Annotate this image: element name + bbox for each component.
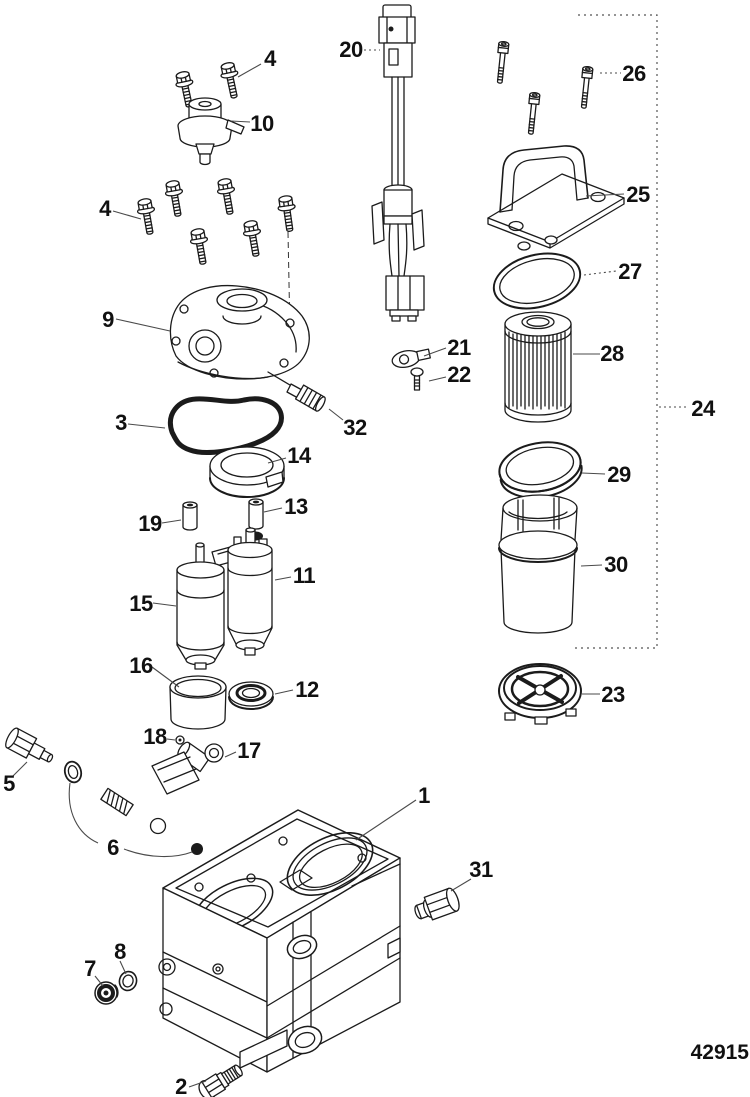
bowl-cap-drawing [498,663,582,725]
plug-o-ring-drawing [118,970,138,992]
callout-17: 17 [237,738,261,763]
spring-drawing [100,787,134,817]
callout-32: 32 [343,415,367,440]
valve-seat-drawing [191,843,203,855]
clip-holder-drawing [151,741,224,795]
callout-27: 27 [618,259,642,284]
pressure-regulator-drawing [177,97,245,166]
callout-26: 26 [622,61,646,86]
retainer-ring-drawing [209,446,285,498]
callout-3: 3 [115,410,127,435]
seal-grommet-drawing [228,681,274,710]
bowl-seal-ring-drawing [498,441,583,499]
callout-19: 19 [138,511,162,536]
callout-28: 28 [600,341,624,366]
isolator-sleeve-left-drawing [182,501,198,531]
cover-gasket-drawing [168,396,284,455]
callout-25: 25 [626,182,650,207]
callout-labels: 4 10 20 26 4 25 9 27 21 22 28 3 32 24 14… [3,37,716,1097]
filter-bowl-drawing [498,494,578,634]
callout-9: 9 [102,307,114,332]
fuel-pump-left-drawing [176,542,239,670]
callout-14: 14 [287,443,312,468]
callout-1: 1 [418,783,430,808]
callout-7: 7 [84,956,96,981]
callout-24: 24 [691,396,716,421]
leader-lines [12,49,689,1088]
filter-element-drawing [504,311,572,423]
callout-31: 31 [469,857,493,882]
callout-18: 18 [143,724,167,749]
callout-6: 6 [107,835,119,860]
callout-13: 13 [284,494,308,519]
drawing-number: 42915 [691,1041,750,1064]
callout-4-b: 4 [99,196,112,221]
socket-bolts-group [494,40,594,136]
flange-bolts-group [134,60,300,267]
callout-4-a: 4 [264,46,277,71]
cover-o-ring-drawing [492,252,582,310]
wiring-harness-drawing [371,4,425,322]
check-ball-drawing [149,817,167,835]
union-fitting-drawing [414,887,460,921]
callout-10: 10 [250,111,274,136]
callout-2: 2 [175,1074,187,1097]
callout-16: 16 [129,653,153,678]
fuel-pump-right-drawing [227,527,273,656]
pump-cup-drawing [169,675,227,730]
inlet-fitting-drawing [198,1064,243,1097]
callout-21: 21 [447,335,471,360]
valve-kit-drawing [63,760,203,858]
callout-5: 5 [3,771,15,796]
ring-terminal-drawing [391,348,431,368]
callout-15: 15 [129,591,153,616]
fuel-pump-cover-drawing [169,284,310,380]
callout-22: 22 [447,362,471,387]
main-housing-drawing [158,809,401,1073]
callout-29: 29 [607,462,631,487]
sensor-fitting-drawing [5,727,54,763]
filter-bracket-drawing [487,145,625,251]
drain-plug-drawing [94,981,119,1005]
callout-23: 23 [601,682,625,707]
callout-12: 12 [295,677,319,702]
callout-30: 30 [604,552,628,577]
callout-11: 11 [293,563,316,588]
pin-drawing [175,735,185,745]
bleed-screw-drawing [267,371,326,412]
callout-20: 20 [339,37,363,62]
callout-8: 8 [114,939,126,964]
terminal-screw-drawing [410,367,424,391]
